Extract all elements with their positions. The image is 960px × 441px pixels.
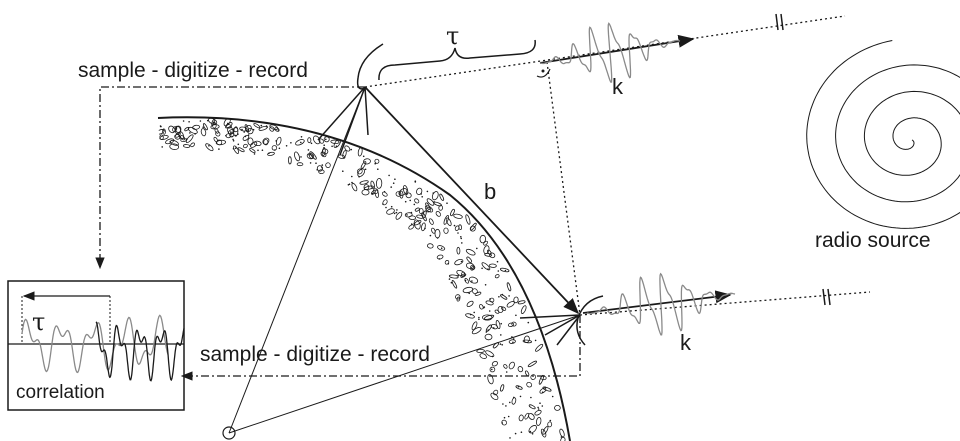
record-label-bottom: sample - digitize - record	[200, 343, 430, 366]
radio-source-label: radio source	[815, 229, 931, 252]
antenna-dish-1	[356, 43, 384, 90]
radius-to-station-1	[228, 86, 366, 434]
correlation-label: correlation	[16, 382, 105, 403]
antenna-leg	[339, 86, 366, 156]
earth-surface	[157, 116, 571, 441]
crust-texture	[158, 117, 566, 441]
distance-break-top	[775, 13, 784, 31]
antenna-leg	[364, 86, 369, 136]
antenna-leg	[317, 86, 366, 141]
correlation-signal-black	[95, 321, 185, 382]
antenna-leg	[519, 314, 581, 319]
antenna-dish-2	[576, 295, 604, 346]
earth-crust-inner	[160, 150, 495, 441]
signal-path-bottom	[180, 315, 581, 381]
baseline-label: b	[484, 179, 496, 204]
correlation-signal-gray	[21, 314, 169, 374]
signal-path-top	[95, 86, 365, 270]
ray-bottom-dotted	[579, 291, 871, 316]
delay-brace	[378, 39, 536, 81]
antenna-leg	[556, 314, 581, 346]
tau-delay-label: τ	[446, 22, 459, 50]
distance-break-bottom	[822, 288, 831, 306]
wave-vector-top-label: k	[612, 74, 624, 99]
signal-waveform-top	[539, 22, 681, 83]
wavefront-projection	[546, 61, 581, 316]
antenna-leg	[544, 314, 581, 336]
signal-waveform-bottom	[586, 272, 736, 336]
correlation-box	[7, 280, 185, 411]
baseline-vector	[364, 86, 580, 315]
right-angle-marker	[536, 68, 551, 78]
radius-to-station-2	[228, 314, 581, 434]
radio-source-spiral	[806, 40, 960, 229]
record-label-top: sample - digitize - record	[78, 59, 308, 82]
tau-box-label: τ	[32, 308, 45, 336]
right-angle-dot	[541, 69, 545, 73]
wave-vector-bottom-label: k	[680, 330, 692, 355]
ray-bottom-solid	[582, 290, 732, 314]
ray-top-dotted	[364, 15, 846, 88]
earth-center	[222, 426, 236, 440]
